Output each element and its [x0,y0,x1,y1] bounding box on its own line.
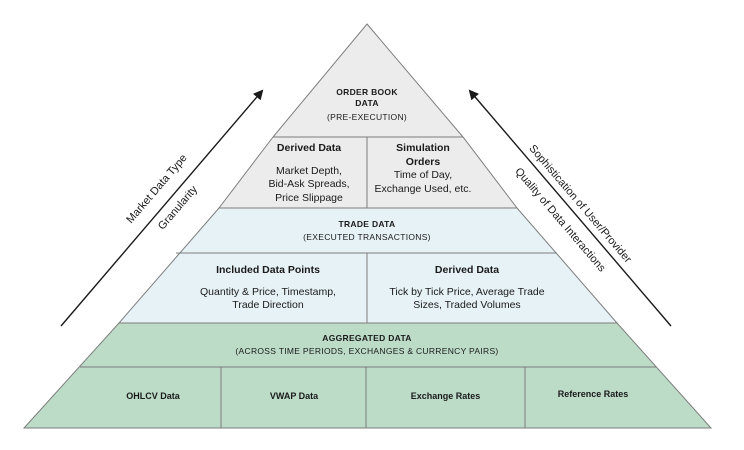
aggregated-data-subtitle: (ACROSS TIME PERIODS, EXCHANGES & CURREN… [235,346,499,356]
included-data-points: Included Data Points Quantity & Price, T… [178,264,358,313]
left-axis-arrow [60,89,264,327]
trade-derived-data-heading: Derived Data [434,264,500,276]
trade-derived-data-line-1: Tick by Tick Price, Average Trade [389,285,545,298]
derived-data-line-2: Bid-Ask Spreads, [268,178,350,191]
vwap-data-cell: VWAP Data [269,391,319,401]
included-data-points-heading: Included Data Points [216,264,320,276]
trade-derived-data: Derived Data Tick by Tick Price, Average… [372,264,562,313]
derived-data-line-1: Market Depth, [276,164,342,177]
aggregated-data-tier [22,322,713,429]
simulation-orders-line-2: Exchange Used, etc. [374,182,472,195]
included-data-points-line-2: Trade Direction [232,299,304,312]
aggregated-data-title: AGGREGATED DATA [322,333,412,343]
simulation-orders-heading-2: Orders [405,155,441,168]
simulation-orders-line-1: Time of Day, [393,169,453,182]
derived-data-heading: Derived Data [276,142,342,154]
derived-data-line-3: Price Slippage [275,191,343,204]
right-axis-arrow [468,89,672,327]
simulation-orders-heading-1: Simulation [396,142,450,154]
trade-data-subtitle: (EXECUTED TRANSACTIONS) [303,232,431,242]
order-book-derived-data: Derived Data Market Depth, Bid-Ask Sprea… [251,142,367,206]
included-data-points-line-1: Quantity & Price, Timestamp, [200,285,336,298]
trade-data-title: TRADE DATA [338,219,396,229]
order-book-subtitle: (PRE-EXECUTION) [326,112,408,122]
order-book-simulation-orders: Simulation Orders Time of Day, Exchange … [367,142,479,197]
reference-rates-cell: Reference Rates [557,389,629,399]
ohlcv-data-cell: OHLCV Data [126,391,180,401]
exchange-rates-cell: Exchange Rates [410,391,481,401]
order-book-title: ORDER BOOK DATA [336,87,398,109]
trade-derived-data-line-2: Sizes, Traded Volumes [413,299,521,312]
